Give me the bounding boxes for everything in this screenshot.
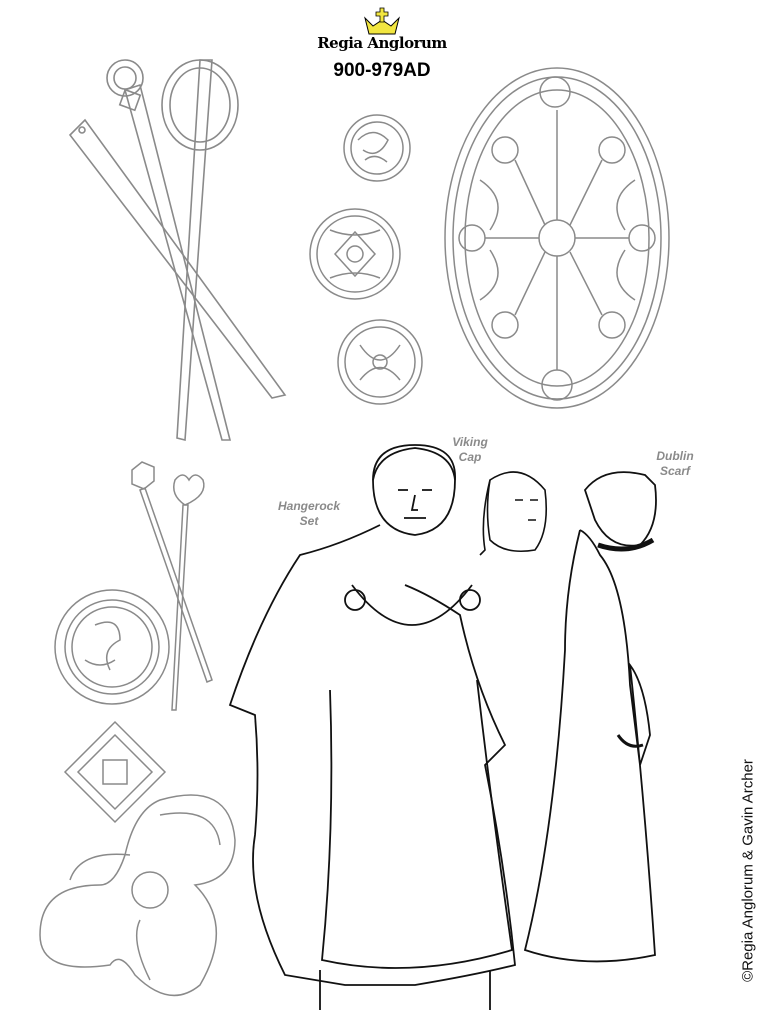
label-line: Cap	[458, 450, 482, 464]
logo-text: Regia Anglorum	[317, 34, 447, 52]
label-line: Viking	[452, 435, 488, 449]
label-line: Scarf	[659, 464, 691, 478]
label-viking-cap: Viking Cap	[440, 435, 500, 465]
pins-and-ring-brooch	[68, 59, 287, 442]
date-range: 900-979AD	[333, 60, 431, 81]
lozenge-brooch	[63, 720, 167, 824]
crown-logo-icon	[364, 7, 400, 35]
label-hangerock-set: Hangerock Set	[264, 499, 354, 529]
round-brooches	[309, 114, 423, 405]
dublin-scarf-figure	[523, 471, 657, 963]
label-line: Set	[299, 514, 319, 528]
disc-brooch	[54, 589, 170, 705]
label-dublin-scarf: Dublin Scarf	[640, 449, 710, 479]
copyright-notice: ©Regia Anglorum & Gavin Archer	[739, 759, 757, 982]
dress-pins	[131, 461, 213, 711]
label-line: Hangerock	[277, 499, 341, 513]
oval-tortoise-brooch	[444, 67, 670, 409]
trefoil-brooch	[39, 794, 236, 997]
viking-cap-head	[479, 471, 548, 556]
hangerock-figure	[228, 444, 516, 1010]
label-line: Dublin	[656, 449, 694, 463]
